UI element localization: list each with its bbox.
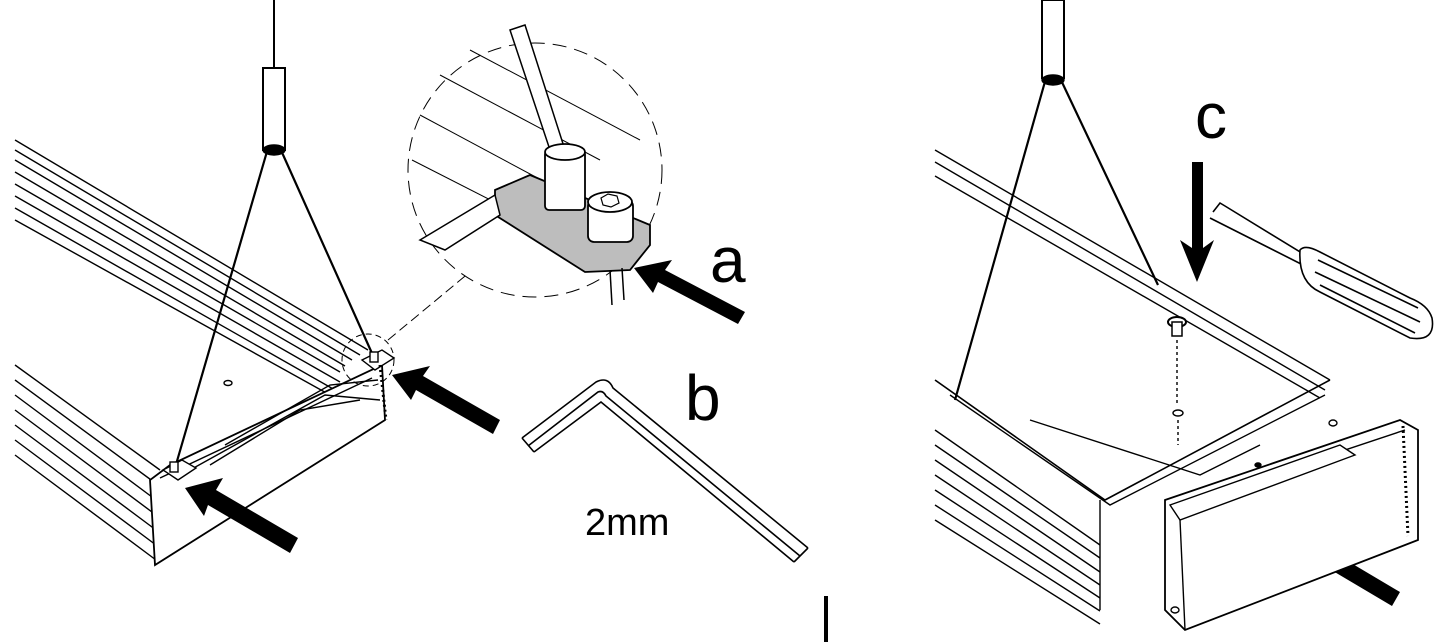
left-cable-gripper [262,67,286,151]
left-clamp-rear [360,349,396,371]
detail-leader-line [387,271,471,341]
right-end-cap [1164,419,1419,632]
left-y-wire [173,147,377,469]
detail-source-circle [341,333,395,387]
right-housing-ribs [934,429,1101,625]
arrow-front-clamp [185,478,298,553]
hex-key-tool [521,379,809,563]
left-clamp-front [161,459,198,481]
label-c: c [1195,80,1227,152]
screwdriver-tool [1209,201,1434,340]
arrows [185,162,1400,606]
right-y-wire [953,77,1159,401]
left-housing-top-stripes [14,139,369,396]
arrow-rear-clamp [392,366,500,434]
right-cable-gripper [1041,0,1065,79]
left-housing-side-stripes [14,364,161,561]
label-a: a [710,224,746,296]
detail-magnified-view [407,24,663,306]
label-b: b [685,362,721,434]
left-luminaire [14,0,396,567]
label-wrench-size: 2mm [585,502,669,544]
right-luminaire [934,0,1419,632]
arrow-detail-a [634,260,745,324]
arrow-down-c [1180,162,1214,282]
right-screw [1167,316,1187,445]
